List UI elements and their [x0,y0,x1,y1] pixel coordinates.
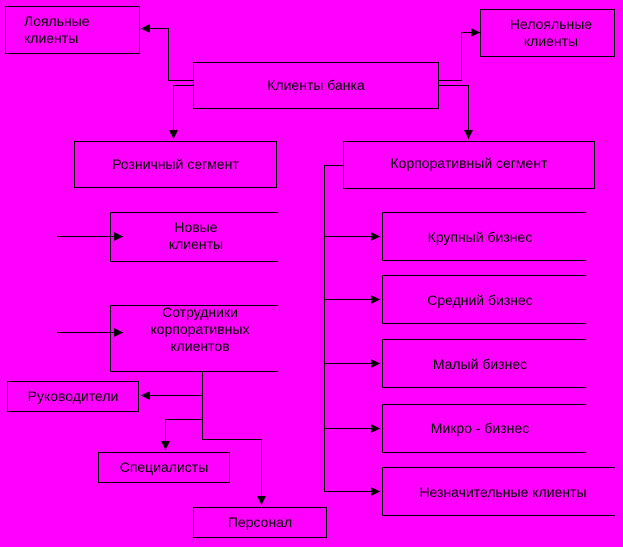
personnel-box [193,507,327,538]
retail-segment-label: Розничный сегмент [112,156,239,172]
micro-business-box [382,404,586,453]
specialists-label: Специалисты [119,459,209,475]
micro-business-label: Микро - бизнес [430,420,530,436]
minor-clients-box [382,467,615,516]
connector-to-retail [169,85,193,139]
corp-employees-label: Сотрудники корпоративных клиентов [150,304,250,354]
new-clients-label: Новые клиенты [168,219,224,252]
connector-to-personnel [202,439,266,505]
connector-to-loyal [141,24,193,81]
large-business-label: Крупный бизнес [427,229,533,245]
managers-label: Руководители [27,388,119,404]
retail-segment-box [74,141,277,188]
specialists-box [98,452,230,483]
loyal-clients-label: Лояльные клиенты [24,13,90,46]
corporate-segment-box [343,141,595,189]
corporate-trunk [324,165,343,492]
medium-business-box [382,275,586,324]
medium-business-label: Средний бизнес [427,292,533,308]
connector-to-specialists [161,419,202,450]
corporate-segment-label: Корпоративный сегмент [390,155,548,171]
bank-clients-label: Клиенты банка [267,77,365,93]
connector-to-corporate [438,85,473,139]
connector-to-disloyal [438,28,480,81]
disloyal-clients-label: Нелояльные клиенты [509,16,593,49]
small-business-box [382,339,586,388]
large-business-box [382,212,586,261]
personnel-label: Персонал [227,514,293,530]
minor-clients-label: Незначительные клиенты [419,484,587,500]
managers-box [7,381,139,412]
loyal-clients-box [5,6,140,54]
employees-box [110,305,278,372]
disloyal-clients-box [480,9,615,57]
small-business-label: Малый бизнес [432,356,528,372]
